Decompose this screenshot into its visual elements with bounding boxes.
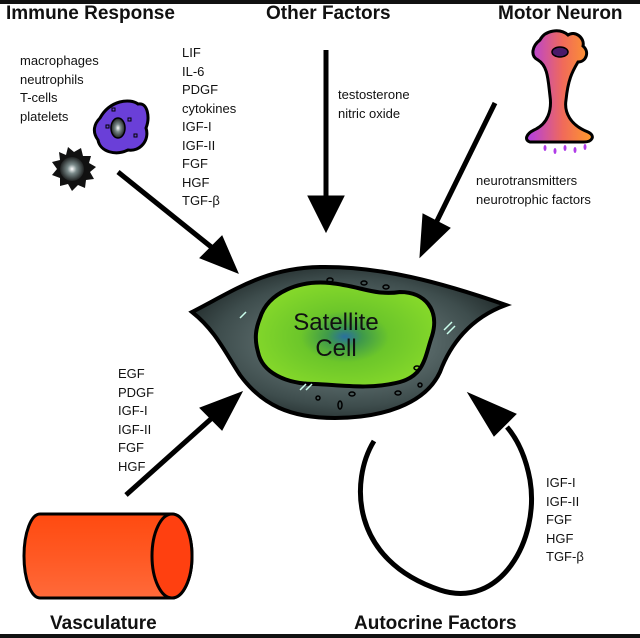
- autocrine-loop-arc: [357, 425, 534, 596]
- list-item: neurotrophic factors: [476, 191, 591, 207]
- list-item: IGF-II: [118, 421, 152, 437]
- list-item: IGF-I: [118, 403, 148, 418]
- heading-motor-neuron: Motor Neuron: [498, 3, 623, 24]
- heading-vasculature: Vasculature: [50, 613, 157, 634]
- list-item: testosterone: [338, 87, 410, 102]
- list-item: FGF: [546, 512, 572, 527]
- list-item: HGF: [546, 530, 574, 546]
- satellite-cell-nucleus: [253, 280, 437, 389]
- list-item: macrophages: [20, 53, 99, 68]
- list-item: T-cells: [20, 90, 58, 105]
- list-item: IL-6: [182, 63, 205, 79]
- autocrine-arrow-head: [466, 391, 517, 437]
- motor-factor-list: neurotransmitters neurotrophic factors: [476, 172, 591, 209]
- satellite-cell-label: Satellite Cell: [266, 310, 406, 362]
- list-item: neurotransmitters: [476, 173, 578, 188]
- heading-other-factors: Other Factors: [266, 3, 391, 24]
- immune-cell-list: macrophages neutrophils T-cells platelet…: [20, 52, 99, 126]
- list-item: HGF: [182, 174, 210, 190]
- motor-arrow-shaft: [432, 101, 498, 227]
- cytoplasm-organelles: [315, 277, 423, 410]
- blood-vessel-icon: [22, 512, 194, 600]
- list-item: TGF-β: [546, 549, 584, 564]
- list-item: nitric oxide: [338, 105, 401, 121]
- satellite-cell-label-line1: Satellite: [293, 309, 379, 336]
- list-item: LIF: [182, 45, 201, 60]
- other-factor-list: testosterone nitric oxide: [338, 86, 410, 123]
- vasculature-arrow-head: [199, 391, 244, 431]
- motor-arrow-head: [419, 213, 451, 259]
- list-item: HGF: [118, 458, 146, 474]
- heading-immune-response: Immune Response: [6, 3, 175, 24]
- heading-autocrine-factors: Autocrine Factors: [354, 613, 517, 634]
- list-item: IGF-II: [182, 137, 216, 153]
- list-item: platelets: [20, 108, 69, 124]
- list-item: FGF: [118, 440, 144, 455]
- vasculature-arrow-shaft: [124, 416, 214, 497]
- neutrophil-icon: [52, 147, 96, 191]
- satellite-cell-label-line2: Cell: [315, 335, 357, 362]
- autocrine-factor-list: IGF-I IGF-II FGF HGF TGF-β: [546, 474, 584, 567]
- bottom-border: [0, 634, 640, 638]
- motor-neuron-icon: [525, 29, 594, 154]
- list-item: IGF-I: [546, 475, 576, 490]
- immune-arrow-head: [199, 235, 239, 274]
- list-item: cytokines: [182, 100, 237, 116]
- list-item: neutrophils: [20, 71, 84, 87]
- list-item: IGF-I: [182, 119, 212, 134]
- list-item: PDGF: [182, 82, 219, 97]
- vasculature-factor-list: EGF PDGF IGF-I IGF-II FGF HGF: [118, 365, 154, 476]
- top-border: [0, 0, 640, 4]
- satellite-cell: [188, 264, 512, 421]
- list-item: PDGF: [118, 384, 155, 400]
- cytoplasm-highlights: [239, 311, 456, 391]
- arrows: [116, 50, 534, 596]
- list-item: FGF: [182, 156, 208, 171]
- other-arrow-head: [307, 195, 345, 234]
- immune-arrow-shaft: [116, 170, 217, 252]
- list-item: IGF-II: [546, 493, 580, 509]
- macrophage-icon: [92, 99, 150, 155]
- list-item: TGF-β: [182, 193, 220, 208]
- immune-factor-list: LIF IL-6 PDGF cytokines IGF-I IGF-II FGF…: [182, 44, 236, 211]
- list-item: EGF: [118, 366, 145, 381]
